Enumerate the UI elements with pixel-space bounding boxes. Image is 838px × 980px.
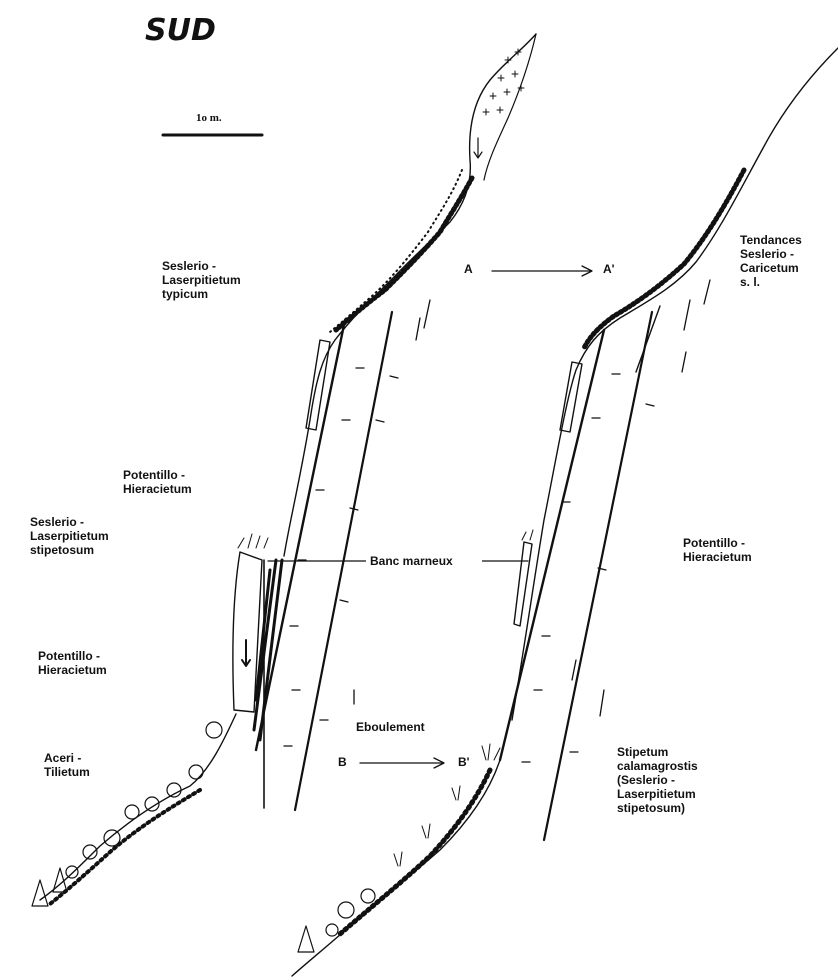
left-rubble-band bbox=[336, 178, 472, 330]
label-line: Seslerio - bbox=[30, 515, 84, 529]
left-cliff-face-1 bbox=[256, 320, 345, 750]
label-line: Potentillo - bbox=[38, 649, 100, 663]
marker-a-prime: A' bbox=[603, 262, 615, 276]
label-left-potentillo-lower: Potentillo - Hieracietum bbox=[38, 649, 107, 677]
arrow-a: A A' bbox=[464, 262, 615, 276]
right-summit-outline bbox=[512, 48, 838, 720]
label-right-potentillo: Potentillo - Hieracietum bbox=[683, 536, 752, 564]
left-scree-outline bbox=[40, 714, 236, 900]
label-line: Stipetum bbox=[617, 745, 668, 759]
left-grass-tuft bbox=[238, 534, 268, 548]
left-fall-arrow bbox=[242, 640, 250, 666]
right-trees bbox=[298, 889, 375, 952]
label-line: Seslerio - bbox=[162, 259, 216, 273]
right-profile bbox=[292, 48, 838, 976]
right-grass bbox=[394, 744, 500, 866]
right-cliff-face-1 bbox=[500, 330, 604, 760]
label-line: Tilietum bbox=[44, 765, 90, 779]
left-profile bbox=[32, 34, 536, 906]
label-line: Laserpitietum bbox=[30, 529, 109, 543]
label-left-potentillo-upper: Potentillo - Hieracietum bbox=[123, 468, 192, 496]
left-face-marks bbox=[284, 300, 430, 746]
label-line: Potentillo - bbox=[683, 536, 745, 550]
right-scree-dots bbox=[340, 770, 490, 934]
right-scree-outline bbox=[292, 760, 500, 976]
label-line: Hieracietum bbox=[123, 482, 192, 496]
label-line: Laserpitietum bbox=[617, 787, 696, 801]
left-summit-outline bbox=[284, 34, 536, 556]
label-line: stipetosum) bbox=[617, 801, 685, 815]
scale-bar: 1o m. bbox=[163, 112, 262, 135]
label-left-top: Seslerio - Laserpitietum typicum bbox=[162, 259, 241, 301]
left-trees bbox=[32, 722, 222, 906]
left-rubble-dots bbox=[330, 170, 462, 332]
label-line: Aceri - bbox=[44, 751, 81, 765]
marker-b: B bbox=[338, 755, 347, 769]
left-scree-dots bbox=[50, 790, 200, 904]
right-rubble-band bbox=[584, 170, 744, 348]
label-line: calamagrostis bbox=[617, 759, 698, 773]
label-banc-marneux: Banc marneux bbox=[370, 554, 453, 568]
label-line: Caricetum bbox=[740, 261, 799, 275]
label-line: s. l. bbox=[740, 275, 760, 289]
label-line: Tendances bbox=[740, 233, 802, 247]
label-line: Laserpitietum bbox=[162, 273, 241, 287]
left-cap-arrow bbox=[474, 138, 482, 158]
label-left-stipetosum: Seslerio - Laserpitietum stipetosum bbox=[30, 515, 109, 557]
label-right-tendances: Tendances Seslerio - Caricetum s. l. bbox=[740, 233, 802, 289]
right-cliff-face-3 bbox=[636, 306, 660, 372]
label-eboulement: Eboulement bbox=[356, 720, 425, 734]
scale-label: 1o m. bbox=[196, 112, 222, 124]
label-left-aceri: Aceri - Tilietum bbox=[44, 751, 90, 779]
label-line: stipetosum bbox=[30, 543, 94, 557]
marker-a: A bbox=[464, 262, 473, 276]
label-line: Seslerio - bbox=[740, 247, 794, 261]
label-line: typicum bbox=[162, 287, 208, 301]
right-face-marks bbox=[522, 280, 710, 762]
marker-b-prime: B' bbox=[458, 755, 470, 769]
label-line: Hieracietum bbox=[38, 663, 107, 677]
label-right-stipetum: Stipetum calamagrostis (Seslerio - Laser… bbox=[617, 745, 698, 815]
diagram-title: SUD bbox=[145, 13, 216, 48]
right-grass-tuft bbox=[522, 530, 533, 540]
label-line: Potentillo - bbox=[123, 468, 185, 482]
label-line: (Seslerio - bbox=[617, 773, 675, 787]
arrow-banc: Banc marneux bbox=[268, 552, 528, 568]
label-line: Hieracietum bbox=[683, 550, 752, 564]
left-summit-inner bbox=[484, 34, 536, 180]
arrow-b: Eboulement B B' bbox=[338, 720, 470, 769]
